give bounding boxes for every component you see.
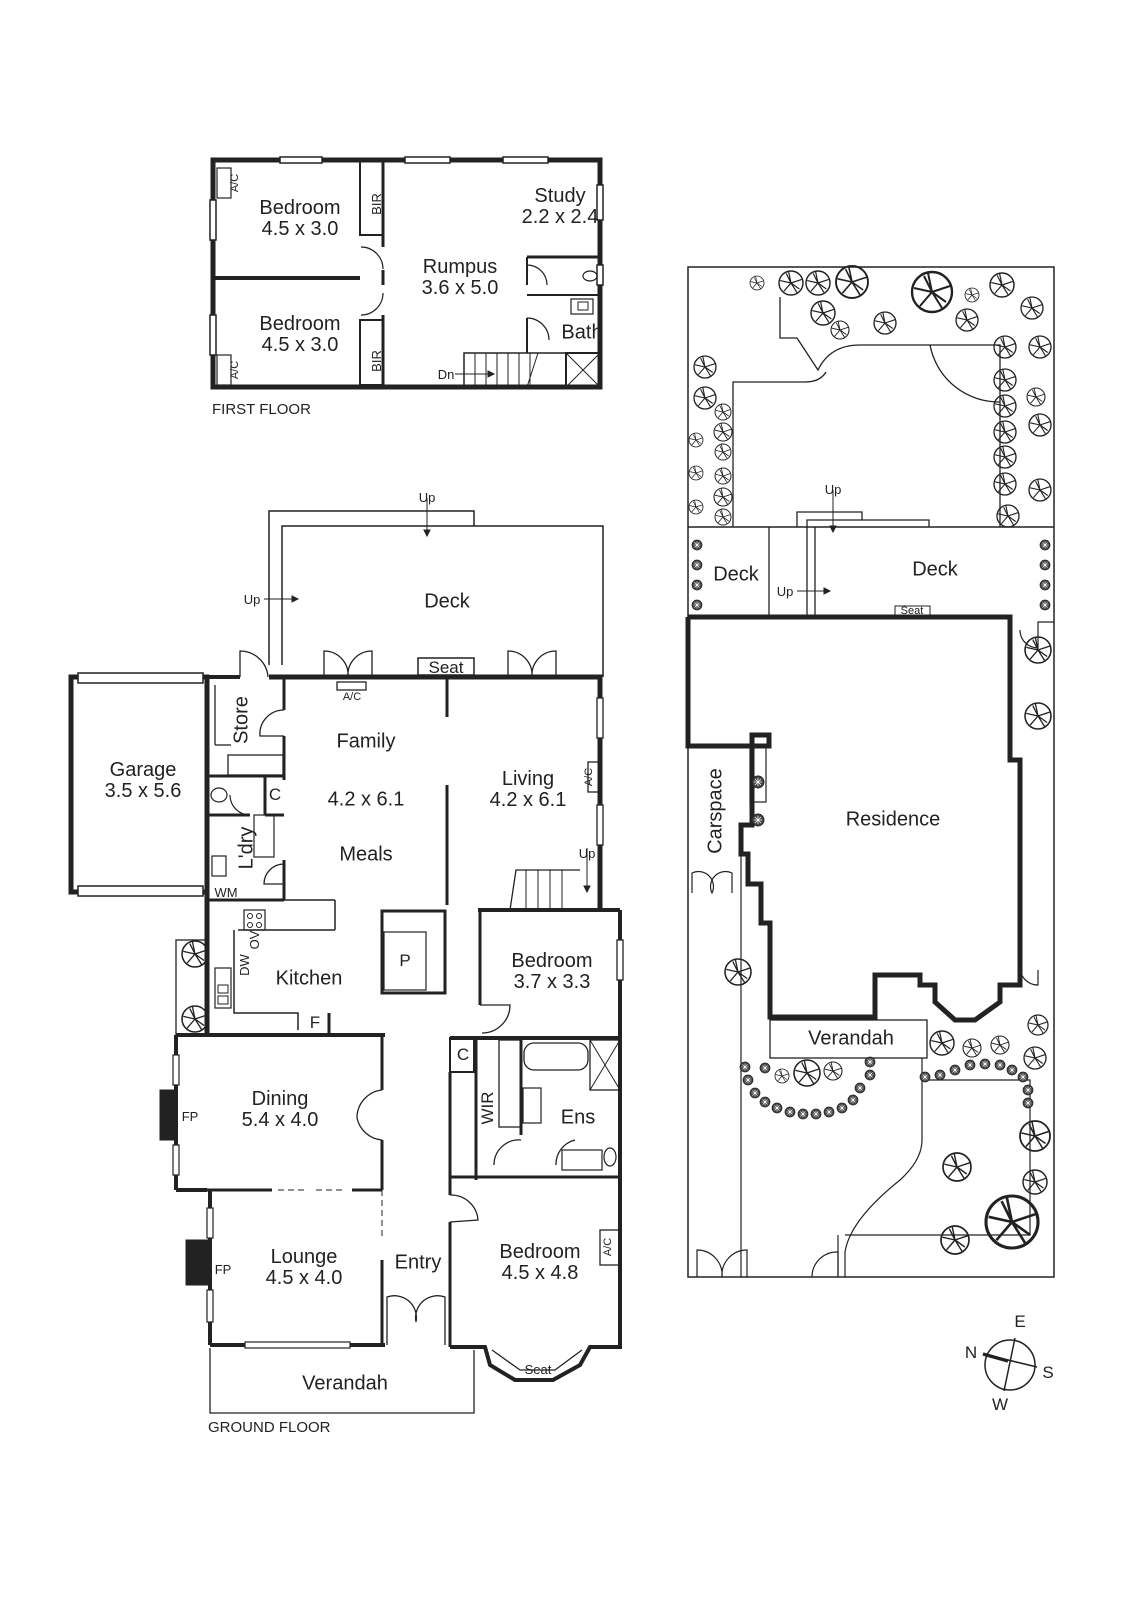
fridge-label: F xyxy=(309,1013,321,1033)
room-label-bedroom-2: Bedroom 4.5 x 3.0 xyxy=(259,314,340,356)
room-size: 2.2 x 2.4 xyxy=(521,206,599,228)
stairs-down-label: Dn xyxy=(437,367,455,383)
bir-label: BIR xyxy=(369,193,385,215)
compass-east: E xyxy=(1014,1312,1026,1332)
fireplace-label: FP xyxy=(181,1109,199,1125)
up-label: Up xyxy=(243,592,261,608)
room-size: 4.5 x 4.8 xyxy=(501,1262,579,1284)
ac-label: A/C xyxy=(229,360,242,380)
room-label-rumpus: Rumpus 3.6 x 5.0 xyxy=(422,257,499,299)
room-name: Bedroom xyxy=(511,950,593,972)
up-label: Up xyxy=(824,482,842,498)
room-label-dining: Dining 5.4 x 4.0 xyxy=(242,1089,319,1131)
seat-label: Seat xyxy=(428,658,464,678)
room-name: Garage xyxy=(109,759,177,781)
room-label-living: Living 4.2 x 6.1 xyxy=(490,769,567,811)
first-floor-plan xyxy=(209,156,604,390)
room-name: Dining xyxy=(251,1088,309,1110)
carspace-label: Carspace xyxy=(704,768,727,854)
room-label-deck: Deck xyxy=(424,590,470,613)
room-name: Bedroom xyxy=(259,197,341,219)
ac-label: A/C xyxy=(342,691,362,704)
compass-north: N xyxy=(964,1343,978,1363)
room-label-lounge: Lounge 4.5 x 4.0 xyxy=(266,1247,343,1289)
room-size: 4.5 x 4.0 xyxy=(265,1267,343,1289)
dishwasher-label: DW xyxy=(237,954,253,976)
up-label: Up xyxy=(418,490,436,506)
seat-label: Seat xyxy=(524,1362,552,1378)
room-size-family: 4.2 x 6.1 xyxy=(327,788,405,811)
room-size: 3.6 x 5.0 xyxy=(421,277,499,299)
residence-label: Residence xyxy=(845,808,941,831)
room-label-bath: Bath xyxy=(561,321,603,344)
oven-label: OV xyxy=(247,930,263,950)
room-name: Study xyxy=(534,185,586,207)
up-label: Up xyxy=(776,584,794,600)
compass-west: W xyxy=(991,1395,1009,1415)
room-size: 3.5 x 5.6 xyxy=(104,780,182,802)
washing-machine-label: WM xyxy=(214,885,238,901)
room-size: 3.7 x 3.3 xyxy=(513,971,591,993)
ground-floor-plan xyxy=(68,498,624,1414)
room-name: Lounge xyxy=(270,1246,338,1268)
room-size: 5.4 x 4.0 xyxy=(241,1109,319,1131)
room-name: Bedroom xyxy=(259,313,341,335)
room-name: Living xyxy=(501,768,555,790)
room-label-store: Store xyxy=(230,696,253,744)
room-label-kitchen: Kitchen xyxy=(275,967,343,990)
room-label-ensuite: Ens xyxy=(560,1106,596,1129)
room-label-family: Family xyxy=(336,730,396,753)
site-deck-right-label: Deck xyxy=(912,558,958,581)
room-label-bedroom-4: Bedroom 4.5 x 4.8 xyxy=(499,1242,580,1284)
room-label-verandah: Verandah xyxy=(302,1372,388,1395)
room-size: 4.2 x 6.1 xyxy=(489,789,567,811)
up-label: Up xyxy=(578,846,596,862)
room-label-study: Study 2.2 x 2.4 xyxy=(522,186,599,228)
cupboard-label: C xyxy=(268,785,282,805)
site-deck-left-label: Deck xyxy=(713,563,759,586)
ac-label: A/C xyxy=(583,767,596,787)
room-name: Rumpus xyxy=(422,256,498,278)
site-plan xyxy=(685,266,1055,1278)
room-label-bedroom-1: Bedroom 4.5 x 3.0 xyxy=(259,198,340,240)
compass-south: S xyxy=(1042,1363,1054,1383)
room-label-bedroom-3: Bedroom 3.7 x 3.3 xyxy=(511,951,592,993)
room-label-garage: Garage 3.5 x 5.6 xyxy=(105,760,182,802)
bir-label: BIR xyxy=(369,350,385,372)
ac-label: A/C xyxy=(229,173,242,193)
ground-floor-caption: GROUND FLOOR xyxy=(208,1419,331,1436)
site-verandah-label: Verandah xyxy=(808,1027,894,1050)
room-label-laundry: L'dry xyxy=(235,826,258,870)
first-floor-caption: FIRST FLOOR xyxy=(212,401,311,418)
compass-rose xyxy=(982,1337,1038,1392)
room-label-entry: Entry xyxy=(394,1251,442,1274)
room-size: 4.5 x 3.0 xyxy=(261,334,339,356)
room-label-meals: Meals xyxy=(339,843,393,866)
pantry-label: P xyxy=(399,951,411,971)
ac-label: A/C xyxy=(602,1237,615,1257)
fireplace-label: FP xyxy=(214,1262,232,1278)
room-size: 4.5 x 3.0 xyxy=(261,218,339,240)
cupboard-label: C xyxy=(456,1045,470,1065)
wir-label: WIR xyxy=(478,1091,498,1125)
seat-label: Seat xyxy=(900,605,924,618)
room-name: Bedroom xyxy=(499,1241,581,1263)
